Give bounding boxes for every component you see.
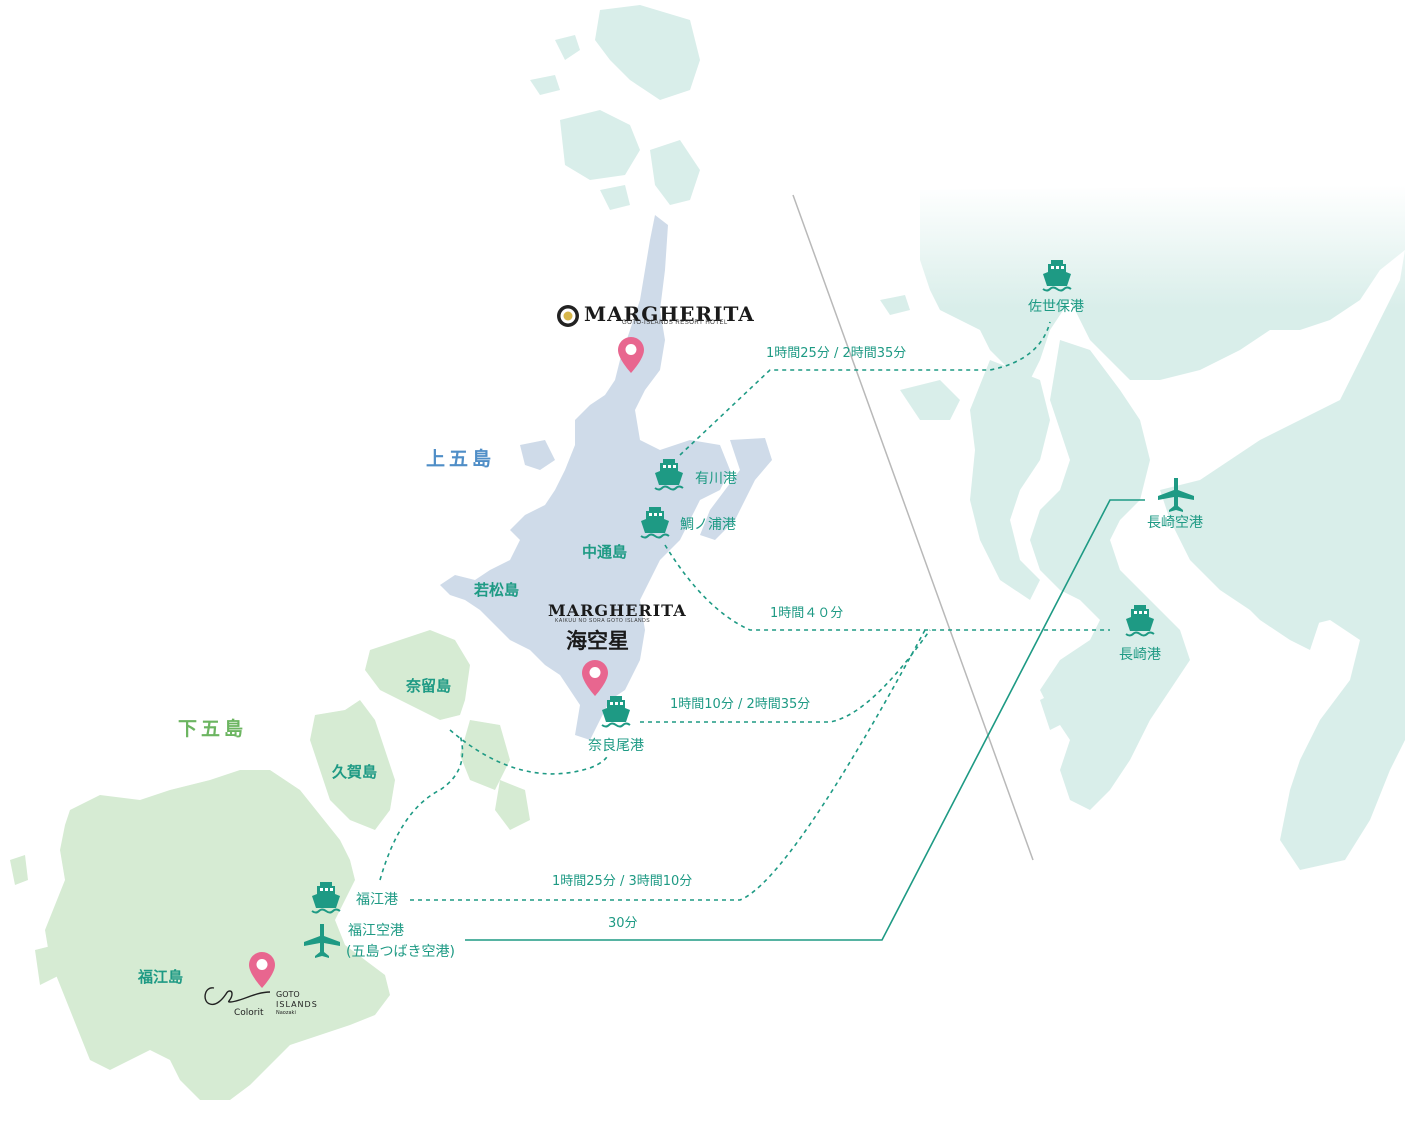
port-label-naraozaki: 奈良尾港 bbox=[588, 738, 644, 754]
route-naru-naraozaki bbox=[449, 729, 609, 775]
hotel-name-margherita-kaikuu: MARGHERITA bbox=[548, 601, 687, 620]
hotel-colorit-islands: ISLANDS bbox=[276, 1000, 318, 1009]
hotel-name-margherita-goto: MARGHERITA bbox=[584, 302, 755, 326]
ferry-routes bbox=[379, 321, 1110, 901]
ferry-icon bbox=[640, 507, 670, 539]
hotel-sub-margherita-kaikuu: KAIKUU NO SORA GOTO ISLANDS bbox=[555, 618, 651, 624]
kami-goto-islands bbox=[440, 215, 772, 740]
map-pin-icon[interactable] bbox=[582, 660, 608, 696]
ferry-icon bbox=[1125, 605, 1155, 637]
route-time-fukue-nagasaki: 1時間25分 / 3時間10分 bbox=[552, 874, 693, 889]
route-time-air: 30分 bbox=[608, 916, 638, 931]
island-label-hisaka: 久賀島 bbox=[332, 763, 378, 781]
island-label-nakadori: 中通島 bbox=[582, 543, 628, 561]
ferry-icon bbox=[601, 696, 631, 728]
hotel-sub-margherita-goto: GOTO-ISLANDS RESORT HOTEL bbox=[622, 320, 728, 326]
hotel-jp-name-kaikuu: 海空星 bbox=[566, 629, 629, 653]
colorit-swirl-icon bbox=[204, 987, 271, 1006]
airport-label-nagasaki: 長崎空港 bbox=[1147, 515, 1203, 531]
ferry-icon bbox=[311, 882, 341, 914]
airport-label-fukue-alt: (五島つばき空港) bbox=[346, 944, 455, 960]
route-time-arikawa-sasebo: 1時間25分 / 2時間35分 bbox=[766, 346, 907, 361]
airplane-icon bbox=[1158, 478, 1194, 512]
island-label-wakamatsu: 若松島 bbox=[474, 581, 520, 599]
hotel-emblem-icon bbox=[557, 305, 579, 327]
route-fukue-nagasaki bbox=[410, 629, 926, 901]
airplane-icon bbox=[304, 924, 340, 958]
shimo-goto-islands bbox=[10, 630, 530, 1100]
hotel-colorit-sub: Naozaki bbox=[276, 1010, 296, 1016]
port-label-fukue: 福江港 bbox=[356, 892, 398, 908]
port-label-arikawa: 有川港 bbox=[695, 471, 737, 487]
ferry-icon bbox=[1042, 260, 1072, 292]
kyushu-mainland bbox=[880, 185, 1405, 870]
island-label-naru: 奈留島 bbox=[406, 677, 452, 695]
route-naraozaki-nagasaki bbox=[640, 629, 931, 723]
group-label-kami-goto: 上五島 bbox=[426, 448, 496, 470]
group-label-shimo-goto: 下五島 bbox=[178, 718, 248, 740]
map-pin-icon[interactable] bbox=[618, 337, 644, 373]
route-fukue-naru bbox=[379, 734, 464, 881]
ferry-icon bbox=[654, 459, 684, 491]
hotel-colorit-goto: GOTO bbox=[276, 990, 300, 999]
map-pin-icon[interactable] bbox=[249, 952, 275, 988]
airport-label-fukue: 福江空港 bbox=[348, 923, 404, 939]
route-time-tainoura-nagasaki: 1時間４０分 bbox=[770, 606, 844, 621]
route-time-naraozaki-nagasaki: 1時間10分 / 2時間35分 bbox=[670, 697, 811, 712]
route-arikawa-sasebo bbox=[679, 321, 1051, 456]
port-label-tainoura: 鯛ノ浦港 bbox=[680, 517, 736, 533]
northern-islands bbox=[530, 5, 700, 210]
island-label-fukue: 福江島 bbox=[138, 968, 184, 986]
air-route-fukue-nagasaki bbox=[465, 499, 1145, 941]
route-tainoura-nagasaki bbox=[664, 544, 1110, 631]
map-divider-line bbox=[792, 194, 1034, 861]
hotel-name-colorit: Colorit bbox=[234, 1008, 264, 1018]
port-label-sasebo: 佐世保港 bbox=[1028, 299, 1084, 315]
port-label-nagasaki: 長崎港 bbox=[1119, 647, 1161, 663]
